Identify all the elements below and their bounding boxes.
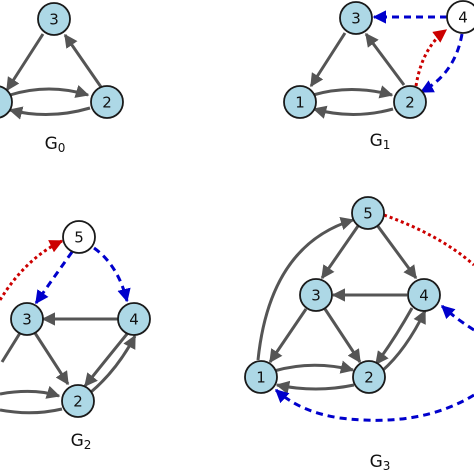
graph-g2: 5 3 4 2 G2 xyxy=(0,220,151,452)
edge-g2-3-to-2 xyxy=(33,332,70,386)
edge-g2-2-to-1 xyxy=(0,407,63,415)
edge-g2-5-to-4 xyxy=(93,246,131,303)
edge-g2-1-to-5 xyxy=(0,239,64,301)
edge-g1-2-to-4 xyxy=(414,28,448,87)
edge-g1-2-to-3 xyxy=(364,32,406,86)
edge-g3-3-to-2 xyxy=(323,308,362,364)
edge-g3-3-to-1 xyxy=(268,308,308,364)
graph-label-g1: G1 xyxy=(370,131,391,152)
edge-g0-2-to-1 xyxy=(8,106,91,120)
edge-g3-5-to-3 xyxy=(320,225,360,280)
edge-g2-3-to-1 xyxy=(0,332,22,363)
graph-label-g0: G0 xyxy=(45,134,66,155)
edge-g1-3-to-1 xyxy=(309,32,347,88)
node-label: 4 xyxy=(458,9,468,27)
graph-label-g2: G2 xyxy=(71,431,92,452)
node-label: 2 xyxy=(364,369,374,387)
edge-g3-5-to-4 xyxy=(375,224,418,280)
node-g3-5: 5 xyxy=(351,196,385,230)
node-g1-1: 1 xyxy=(283,85,317,119)
node-label: 2 xyxy=(73,393,83,411)
node-label: 1 xyxy=(0,94,1,112)
edge-g3-2-to-1 xyxy=(275,380,355,395)
edge-g2-1-to-2 xyxy=(0,385,61,399)
node-label: 3 xyxy=(22,311,32,329)
edge-g2-2-to-4 xyxy=(90,334,137,394)
node-label: 3 xyxy=(311,287,321,305)
node-g1-2: 2 xyxy=(393,85,427,119)
node-g1-4: 4 xyxy=(446,0,474,34)
node-label: 4 xyxy=(419,287,429,305)
node-g0-2: 2 xyxy=(90,85,124,119)
node-g2-5: 5 xyxy=(62,220,96,254)
edge-g3-6-to-4 xyxy=(440,304,474,332)
graph-g0: 3 1 2 G0 xyxy=(0,2,124,155)
edge-g0-3-to-1 xyxy=(5,33,45,92)
node-label: 3 xyxy=(49,11,59,29)
node-g3-2: 2 xyxy=(352,360,386,394)
node-label: 5 xyxy=(74,229,84,247)
edge-g3-1-to-2 xyxy=(273,360,355,374)
edge-g1-1-to-2 xyxy=(312,85,394,99)
node-g1-3: 3 xyxy=(339,1,373,35)
node-g2-2: 2 xyxy=(61,384,95,418)
node-label: 2 xyxy=(405,94,415,112)
node-g2-4: 4 xyxy=(117,302,151,336)
node-label: 1 xyxy=(295,94,305,112)
node-g3-1: 1 xyxy=(244,360,278,394)
graph-label-g3: G3 xyxy=(370,452,391,473)
node-g0-3: 3 xyxy=(37,2,71,36)
edge-g3-2-to-4 xyxy=(381,309,427,373)
edge-g0-2-to-3 xyxy=(63,33,103,88)
edge-g3-1-to-5 xyxy=(256,217,355,361)
edge-g3-6-to-1 xyxy=(274,388,474,422)
node-label: 1 xyxy=(256,369,266,387)
edge-g2-4-to-2 xyxy=(83,333,129,388)
node-label: 5 xyxy=(363,205,373,223)
node-g2-3: 3 xyxy=(10,302,44,336)
node-g0-1: 1 xyxy=(0,85,13,119)
edge-g3-4-to-2 xyxy=(374,307,414,366)
edge-g3-5-to-6 xyxy=(383,213,474,267)
edge-g2-5-to-3 xyxy=(34,251,74,305)
node-g3-3: 3 xyxy=(299,278,333,312)
edge-g0-1-to-2 xyxy=(9,84,90,98)
node-label: 2 xyxy=(102,94,112,112)
graph-g3: 5 3 4 1 2 G3 xyxy=(244,196,474,473)
node-label: 4 xyxy=(129,311,139,329)
node-label: 3 xyxy=(351,10,361,28)
graph-g1: 3 4 1 2 G1 xyxy=(283,0,474,152)
edge-g1-2-to-1 xyxy=(312,105,394,119)
node-g3-4: 4 xyxy=(407,278,441,312)
edge-g1-4-to-2 xyxy=(419,33,464,94)
